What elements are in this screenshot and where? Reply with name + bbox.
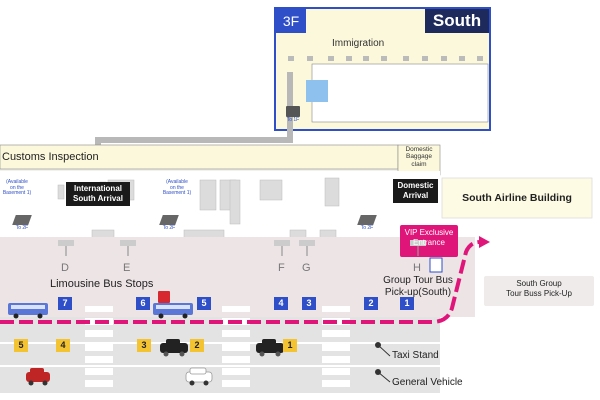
immigration-hall [311,63,489,123]
immigration-booths [288,56,483,61]
taxi-icon [160,339,188,357]
vip-line-2: Entrance [412,238,446,247]
to-2f-label-1: To 2F [15,225,29,231]
basement-note-line-1: (Available [6,179,28,185]
basement-note-2-line-3: Basement 1) [162,190,192,196]
south-title: South [432,11,482,30]
escalator-to-2f-1: To 2F [10,215,34,231]
car-icon [26,368,50,386]
floor-3f-label: 3F [282,13,300,29]
customs-band [0,144,399,170]
basement-note-2-line-1: (Available [166,179,188,185]
bus-stop-6: 6 [136,297,150,310]
south-group-line-1: South Group [516,279,562,288]
baggage-claim-area [397,144,441,176]
taxi-stop-1: 1 [283,339,297,352]
immigration-label: Immigration [332,38,385,49]
to-2f-label-3: To 2F [360,225,374,231]
baggage-line-1: Domestic [405,146,433,153]
basement-note-2-line-2: on the [170,184,184,191]
intl-arrival-line-2: South Arrival [73,193,123,203]
taxi-stop-4: 4 [56,339,70,352]
elevator-to-1f: To 1F [283,106,303,123]
bus-icon [8,303,48,319]
bus-stop-3: 3 [302,297,316,310]
stop-letter-g: G [302,262,311,274]
bus-stop-7: 7 [58,297,72,310]
to-1f-label: To 1F [286,117,300,123]
south-group-pickup-label: South Group Tour Buss Pick-Up [484,279,594,300]
available-basement-note: (Available on the Basement 1) [0,179,34,197]
basement-note-line-3: Basement 1) [2,190,32,196]
stop-pins [65,246,419,256]
group-tour-line-1: Group Tour Bus [383,275,453,286]
group-tour-line-2: Pick-up(South) [384,286,452,298]
baggage-line-2: Baggage [405,153,433,161]
stop-letter-d: D [61,262,69,274]
baggage-line-3: claim [411,160,427,168]
domestic-arrival-line-2: Arrival [402,190,429,200]
taxi-stop-5: 5 [14,339,28,352]
route-arrowhead [479,236,490,248]
vip-exclusive-entrance[interactable]: VIP Exclusive Entrance [400,228,458,248]
intl-arrival-box [66,182,130,206]
south-airline-building-label: South Airline Building [462,192,572,204]
escalator-icon [357,215,377,225]
3f-label-bg [276,9,306,33]
basement-note-line-2: on the [10,184,24,191]
general-vehicle-label: General Vehicle [392,377,463,388]
car-icon-2 [185,367,213,386]
taxi-stand-label: Taxi Stand [392,350,439,361]
to-2f-label-2: To 2F [162,225,176,231]
south-label-bg [425,9,489,33]
south-group-pickup-box [484,276,594,306]
group-tour-bus-label: Group Tour Bus Pick-up(South) [380,275,456,298]
available-basement-note-2: (Available on the Basement 1) [160,179,194,197]
taxi-stop-2: 2 [190,339,204,352]
escalator-to-2f-3: To 2F [355,215,379,231]
group-tour-route [0,240,481,324]
immigration-blue-room [306,80,328,102]
info-icon [429,257,443,273]
south-group-line-2: Tour Buss Pick-Up [506,289,572,299]
elevator-icon [286,106,300,117]
international-south-arrival: International South Arrival [66,184,130,203]
domestic-arrival-line-1: Domestic [397,181,434,190]
limousine-bus-stops-label: Limousine Bus Stops [50,278,154,290]
south-airline-building-box [441,177,593,219]
taxi-stop-3: 3 [137,339,151,352]
bus-stop-1: 1 [400,297,414,310]
stop-letter-f: F [278,262,285,274]
bus-icon-2 [153,303,193,319]
stop-letter-h: H [413,262,421,274]
intl-arrival-line-1: International [73,184,122,193]
vip-line-1: VIP Exclusive [404,228,454,237]
ticket-icon [158,291,170,303]
bus-stop-benches [58,240,426,246]
domestic-arrival-box [393,179,438,203]
bus-stop-5: 5 [197,297,211,310]
escalator-icon [12,215,32,225]
stop-letter-e: E [123,262,131,274]
escalator-to-2f-2: To 2F [157,215,181,231]
domestic-arrival: Domestic Arrival [393,181,438,200]
curb-sidewalk [0,237,475,317]
customs-inspection-label: Customs Inspection [2,151,99,163]
taxi-icon-2 [256,339,284,357]
bus-stop-2: 2 [364,297,378,310]
vip-entrance-box [400,225,458,257]
domestic-baggage-claim-label: Domestic Baggage claim [400,146,438,168]
escalator-icon [159,215,179,225]
bus-stop-4: 4 [274,297,288,310]
road [0,317,440,393]
